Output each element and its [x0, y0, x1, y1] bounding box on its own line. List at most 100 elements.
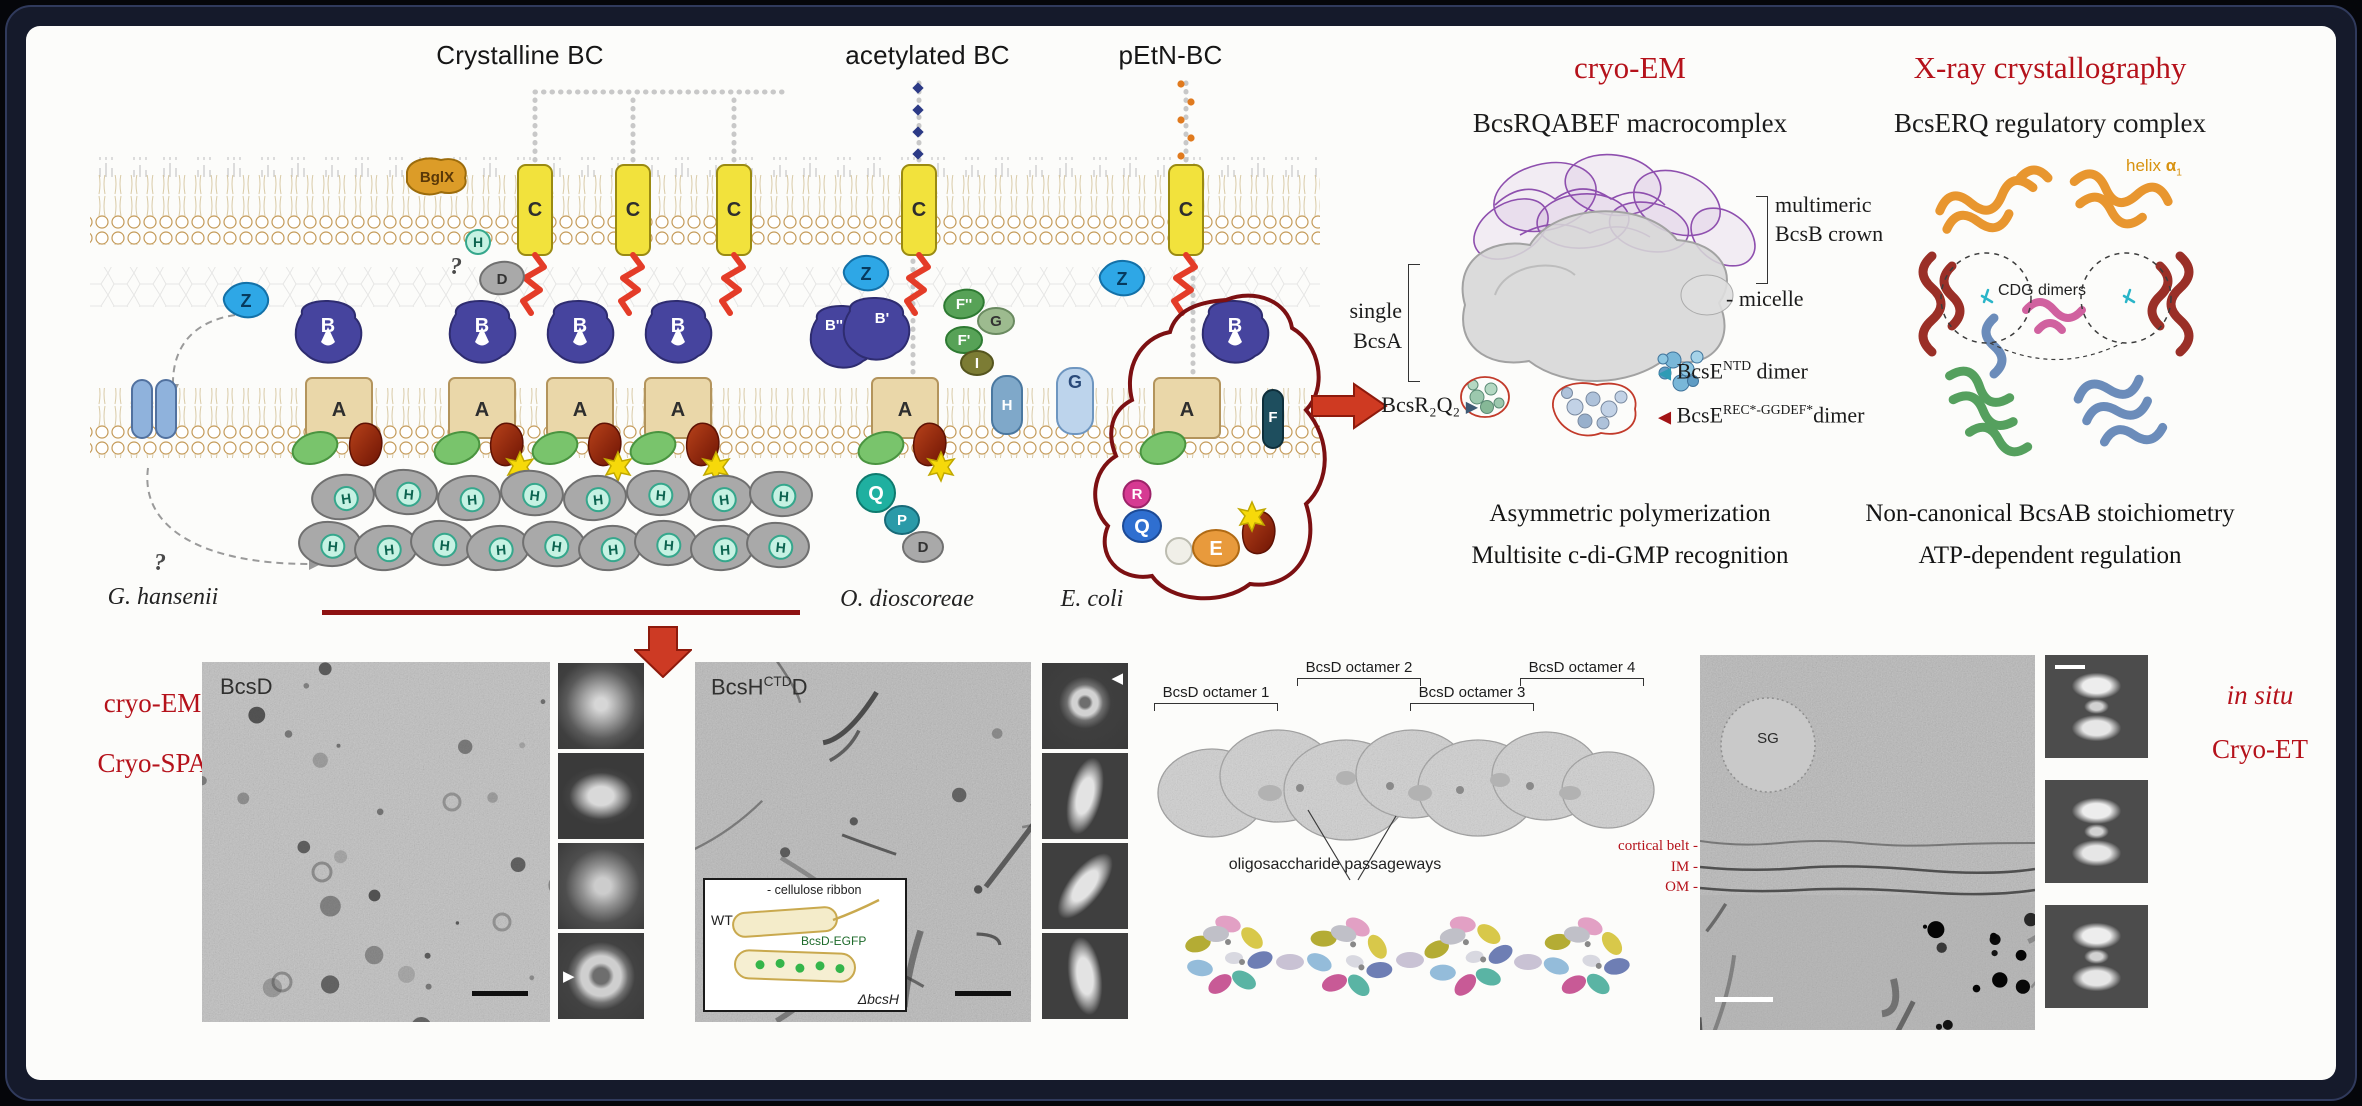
class-average-pointer-icon: ▶ — [563, 968, 575, 985]
bcshd-class-average-2 — [1042, 753, 1128, 839]
micelle-bump — [1680, 274, 1734, 316]
blue-ribbons — [1981, 313, 2168, 447]
spa-label-line1: cryo-EM — [103, 688, 202, 718]
scale-bar — [1715, 997, 1773, 1002]
xray-title: X-ray crystallography — [1913, 50, 2187, 85]
outer-membrane — [90, 175, 1320, 245]
organism-g-hansenii: G. hansenii — [107, 584, 219, 610]
mutant-cell — [734, 949, 856, 983]
octamer-label-3: BcsD octamer 3 — [1418, 684, 1526, 701]
xray-subtitle: BcsERQ regulatory complex — [1894, 108, 2206, 138]
cdg-ligand-sticks — [1980, 288, 2136, 304]
cdg-site-circle-left — [1940, 252, 2032, 344]
wt-cell — [732, 906, 838, 938]
bcsd-bcsh-chain-row2 — [296, 516, 813, 575]
arrow-down-to-spa — [634, 626, 692, 678]
octamer-ribbon-diagram — [1183, 904, 1639, 1011]
tomo-class-average-2 — [2045, 780, 2148, 883]
delta-bcsh-label: ΔbcsH — [857, 991, 899, 1007]
svg-text:B': B' — [875, 310, 889, 327]
lps-brush-layer — [90, 157, 1320, 177]
svg-text:I: I — [975, 355, 979, 372]
cryoem-density-art — [1460, 153, 1756, 437]
bglx-label: BglX — [420, 169, 454, 186]
bcsd-class-average-2 — [558, 753, 644, 839]
svg-text:B'': B'' — [825, 317, 843, 334]
single-bcsa-line2: BcsA — [1353, 328, 1402, 353]
crystalline-bc-label: Crystalline BC — [436, 40, 604, 70]
tomogram-panel — [1700, 655, 2035, 1030]
cryoet-label: Cryo-ET — [2212, 734, 2308, 764]
svg-text:G: G — [990, 313, 1002, 330]
svg-text:Q: Q — [1134, 516, 1150, 538]
pink-ribbons — [2022, 298, 2086, 334]
bcsz-enzyme — [842, 254, 890, 292]
octamer-label-1: BcsD octamer 1 — [1162, 684, 1270, 701]
octamer-bracket-1 — [1154, 703, 1278, 711]
octamer-bracket-4 — [1520, 678, 1644, 686]
svg-text:F'': F'' — [956, 296, 972, 313]
scale-bar — [2055, 665, 2085, 669]
maroon-ribbons — [1918, 251, 2194, 357]
octamer-density-map — [1157, 729, 1655, 881]
scale-bar — [472, 991, 528, 996]
tomo-class-average-1 — [2045, 655, 2148, 758]
gh-complex-left — [287, 301, 383, 471]
bcsz-enzyme — [1098, 259, 1146, 297]
bglx-enzyme: BglX — [406, 157, 467, 196]
sg-label: SG — [1757, 730, 1779, 747]
wt-label: WT — [711, 912, 733, 928]
xray-structure-art — [1918, 165, 2194, 457]
bcshd-class-average-3 — [1042, 843, 1128, 929]
bcse-rec-cluster — [1561, 387, 1628, 430]
storage-granule — [1720, 697, 1816, 793]
bcsd-class-average-3 — [558, 843, 644, 929]
cryoem-title: cryo-EM — [1574, 50, 1686, 85]
class-average-pointer-icon: ◀ — [1111, 670, 1123, 687]
acetylated-bc-label: acetylated BC — [845, 40, 1010, 70]
cortical-belt-line — [1700, 840, 2035, 847]
single-bcsa-line1: single — [1349, 298, 1402, 323]
cdg-dimers-label: CDG dimers — [1998, 282, 2087, 299]
fluorescence-inset: - cellulose ribbon WT BcsD-EGFP ΔbcsH — [703, 878, 907, 1012]
svg-text:E: E — [1209, 538, 1222, 560]
petn-bc-label: pEtN-BC — [1118, 40, 1223, 70]
question-mark: ? — [450, 254, 462, 280]
od-complex: B'' B' F'' G F' I H Q P D — [809, 288, 1023, 563]
xray-caption-2: ATP-dependent regulation — [1918, 542, 2182, 569]
cryoem-caption-1: Asymmetric polymerization — [1489, 500, 1771, 527]
teal-arrowhead-icon: ◀ — [1658, 363, 1672, 383]
organism-e-coli: E. coli — [1060, 586, 1124, 612]
octamer-bracket-3 — [1410, 703, 1534, 711]
bcsd-class-average-4: ▶ — [558, 933, 644, 1019]
bcsr2q2-cluster — [1467, 379, 1505, 414]
cellulose-ribbon-label: - cellulose ribbon — [767, 883, 862, 897]
bcsd-bcsh-chain-row1 — [308, 465, 815, 525]
bcse-ntd-cluster — [1657, 350, 1704, 392]
cdg-site-circle-right — [2080, 252, 2172, 344]
octamer-bracket-2 — [1297, 678, 1421, 686]
dark-arrowhead-icon: ▶ — [1465, 399, 1478, 416]
ecoli-complex: G F R Q E — [1056, 293, 1327, 601]
im-label: IM - — [1670, 859, 1698, 875]
recycling-arrows — [146, 314, 311, 565]
svg-text:F: F — [1268, 409, 1277, 426]
cryoem-subtitle: BcsRQABEF macrocomplex — [1472, 108, 1788, 138]
bcsd-egfp-label: BcsD-EGFP — [801, 934, 867, 948]
green-ribbons — [1945, 366, 2033, 457]
tomo-class-average-3 — [2045, 905, 2148, 1008]
insitu-label: in situ — [2226, 680, 2294, 710]
membrane-schematic: B A C H Z — [90, 73, 1388, 601]
svg-text:Q: Q — [868, 483, 884, 505]
xray-caption-1: Non-canonical BcsAB stoichiometry — [1865, 500, 2235, 527]
outer-porin — [131, 379, 177, 439]
svg-text:D: D — [497, 271, 508, 288]
svg-text:F': F' — [958, 332, 971, 349]
micelle-label: - micelle — [1726, 286, 1804, 311]
stray-hd-pair: H D ? — [450, 229, 525, 296]
bcsd-class-average-1 — [558, 663, 644, 749]
ecoli-outline — [1093, 293, 1327, 601]
cellulose-ribbon-line — [832, 898, 880, 922]
inner-membrane-line — [1700, 865, 2035, 875]
